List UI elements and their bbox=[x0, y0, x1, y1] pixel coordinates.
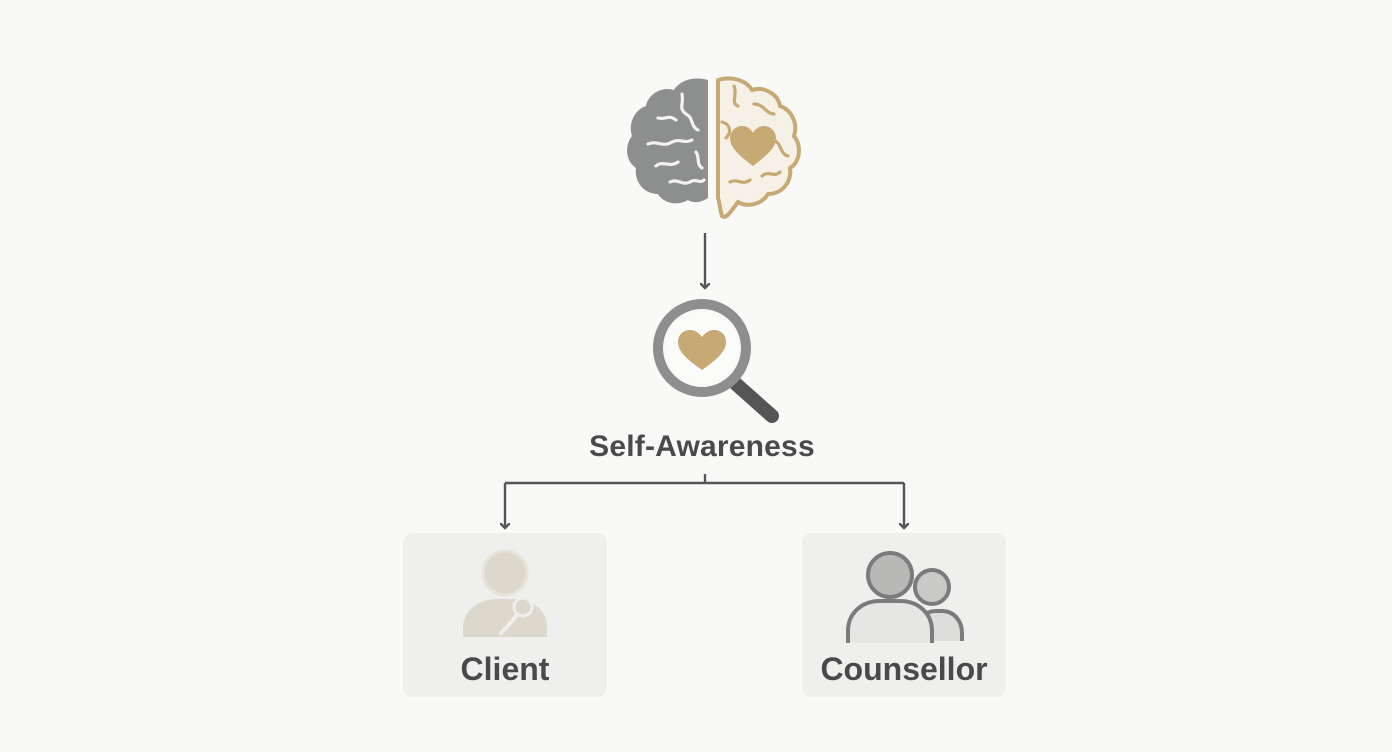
client-label: Client bbox=[460, 651, 550, 687]
branch-line bbox=[505, 474, 904, 485]
counsellor-label: Counsellor bbox=[820, 651, 988, 687]
client-card: Client bbox=[403, 533, 607, 697]
counsellor-card: Counsellor bbox=[802, 533, 1006, 697]
two-people-icon bbox=[802, 541, 1006, 649]
person-with-stethoscope-icon bbox=[403, 541, 607, 649]
brain-with-heart-icon bbox=[622, 74, 804, 226]
hub-label: Self-Awareness bbox=[589, 430, 815, 463]
magnifier-heart-icon bbox=[648, 294, 782, 424]
